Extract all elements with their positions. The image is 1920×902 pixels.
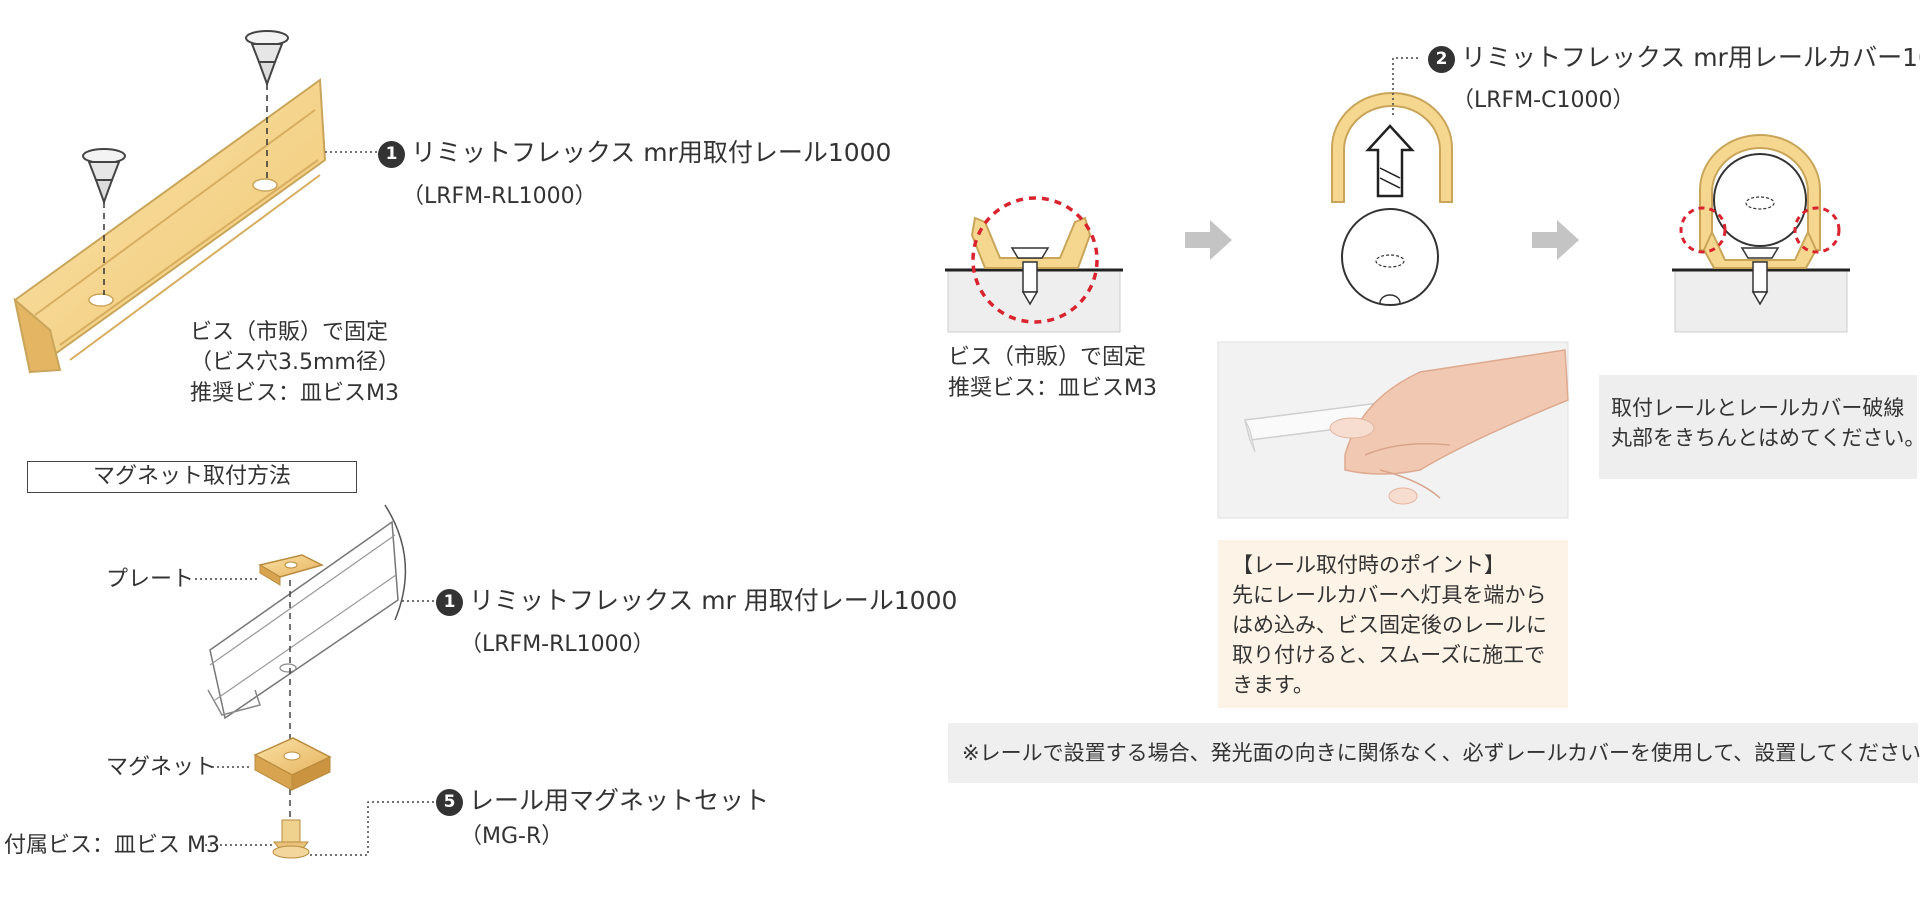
part-number-badge: 5 xyxy=(436,788,463,816)
installation-photo xyxy=(1217,341,1569,519)
fit-tip-box: 取付レールとレールカバー破線 丸部をきちんとはめてください。 xyxy=(1599,375,1920,479)
right-screw-note-line2: 推奨ビス：皿ビスM3 xyxy=(948,376,1157,401)
part5-code: （MG-R） xyxy=(460,824,564,849)
plate-label: プレート xyxy=(106,567,195,592)
screw-icon xyxy=(82,148,126,295)
part-number-badge: 2 xyxy=(1428,45,1455,73)
fit-tip-line1: 取付レールとレールカバー破線 xyxy=(1611,396,1905,420)
part2-name: リミットフレックス mr用レールカバー1000 xyxy=(1461,43,1920,72)
part5-name: レール用マグネットセット xyxy=(469,786,770,815)
magnet-part1-name: リミットフレックス mr 用取付レール1000 xyxy=(469,586,958,615)
point-line4: きます。 xyxy=(1232,673,1314,697)
point-title: 【レール取付時のポイント】 xyxy=(1232,553,1505,577)
installation-point-note: 【レール取付時のポイント】 先にレールカバーへ灯具を端から はめ込み、ビス固定後… xyxy=(1218,540,1568,708)
flat-head-screw-icon xyxy=(272,819,310,859)
step3-assembled-illustration xyxy=(1672,134,1850,333)
part1-code: （LRFM-RL1000） xyxy=(402,184,597,209)
screw-icon xyxy=(245,30,289,180)
fit-tip-line2: 丸部をきちんとはめてください。 xyxy=(1611,426,1920,450)
step1-rail-mounted-illustration xyxy=(945,196,1123,333)
arrow-right-icon xyxy=(1532,220,1579,260)
arrow-right-icon xyxy=(1185,220,1232,260)
point-line2: はめ込み、ビス固定後のレールに xyxy=(1232,613,1547,637)
magnet-label: マグネット xyxy=(106,755,217,780)
mounting-rail-illustration xyxy=(13,78,327,374)
part-number-badge: 1 xyxy=(378,140,405,168)
point-line1: 先にレールカバーへ灯具を端から xyxy=(1232,583,1547,607)
part-number-badge: 1 xyxy=(436,588,463,616)
rail-cover-warning: ※レールで設置する場合、発光面の向きに関係なく、必ずレールカバーを使用して、設置… xyxy=(948,723,1920,783)
screw-label: 付属ビス：皿ビス M3 xyxy=(4,833,220,858)
screw-note-line1: ビス（市販）で固定 xyxy=(190,320,389,345)
part1-name: リミットフレックス mr用取付レール1000 xyxy=(411,138,892,167)
magnet-section-title: マグネット取付方法 xyxy=(27,461,357,493)
magnet-part1-code: （LRFM-RL1000） xyxy=(460,632,655,657)
screw-note-line2: （ビス穴3.5mm径） xyxy=(190,350,400,375)
point-line3: 取り付けると、スムーズに施工で xyxy=(1232,643,1546,667)
rail-outline-illustration xyxy=(207,504,407,720)
step2-cover-attach-illustration xyxy=(1331,92,1453,306)
part2-code: （LRFM-C1000） xyxy=(1452,88,1635,113)
right-screw-note-line1: ビス（市販）で固定 xyxy=(948,345,1147,370)
magnet-icon xyxy=(253,737,332,791)
screw-note-line3: 推奨ビス：皿ビスM3 xyxy=(190,381,399,406)
plate-icon xyxy=(258,554,325,586)
